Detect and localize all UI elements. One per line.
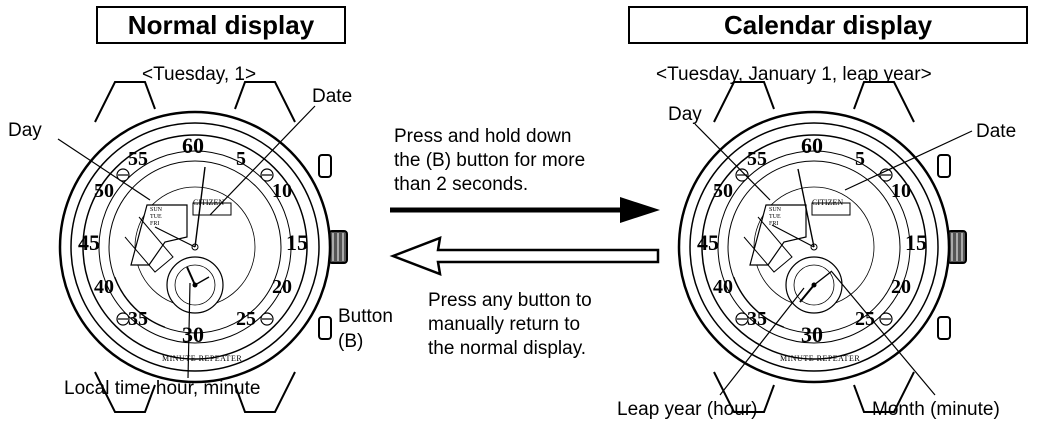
normal-display-subtitle: <Tuesday, 1> [142, 64, 257, 85]
numeral-5-normal: 5 [236, 148, 246, 170]
label-day-normal: Day [8, 120, 42, 141]
numeral-20-normal: 20 [272, 276, 292, 298]
instruction-to-calendar-line-1: Press and hold down [394, 126, 572, 147]
day-leader-line-calendar [694, 123, 771, 201]
numeral-40-normal: 40 [94, 276, 114, 298]
day-name-sun-calendar: SUN [769, 207, 782, 213]
numeral-35-calendar: 35 [747, 308, 767, 330]
day-leader-line-normal [57, 138, 151, 201]
month-leader-line [831, 271, 936, 396]
day-window-calendar: SUN TUE FRI [769, 207, 781, 228]
ring-text-calendar: MINUTE REPEATER [780, 354, 861, 363]
label-local-time: Local time hour, minute [64, 378, 261, 399]
normal-display-watch [58, 80, 349, 414]
instruction-to-calendar-line-2: the (B) button for more [394, 150, 586, 171]
local-time-leader-line [187, 282, 191, 379]
numeral-45-normal: 45 [78, 230, 100, 255]
brand-text-normal: CITIZEN [193, 198, 225, 207]
label-leap-year: Leap year (hour) [617, 399, 758, 420]
calendar-display-title: Calendar display [723, 9, 933, 40]
day-name-sun-normal: SUN [150, 207, 163, 213]
instruction-to-normal: Press any button to manually return to t… [428, 289, 592, 361]
arrow-to-normal [389, 236, 660, 276]
numeral-10-normal: 10 [272, 180, 292, 202]
normal-display-title-box: Normal display [96, 6, 346, 44]
day-window-normal: SUN TUE FRI [150, 207, 162, 228]
brand-text-calendar: CITIZEN [812, 198, 844, 207]
instruction-to-calendar: Press and hold down the (B) button for m… [394, 125, 585, 197]
numeral-40-calendar: 40 [713, 276, 733, 298]
numeral-30-normal: 30 [182, 322, 204, 347]
numeral-50-calendar: 50 [713, 180, 733, 202]
date-leader-line-calendar [844, 130, 973, 191]
numeral-60-normal: 60 [182, 133, 204, 158]
numeral-45-calendar: 45 [697, 230, 719, 255]
calendar-display-subtitle: <Tuesday, January 1, leap year> [656, 64, 932, 85]
calendar-display-watch [677, 80, 968, 414]
numeral-55-normal: 55 [128, 148, 148, 170]
numeral-30-calendar: 30 [801, 322, 823, 347]
label-date-normal: Date [312, 86, 353, 107]
leap-year-leader-line [719, 287, 805, 396]
numeral-15-calendar: 15 [905, 230, 927, 255]
label-button: Button [338, 306, 393, 327]
label-day-calendar: Day [668, 104, 702, 125]
numeral-35-normal: 35 [128, 308, 148, 330]
numeral-25-normal: 25 [236, 308, 256, 330]
numeral-50-normal: 50 [94, 180, 114, 202]
date-leader-line-normal [209, 105, 316, 216]
label-month: Month (minute) [872, 399, 1000, 420]
instruction-to-normal-line-2: manually return to [428, 314, 581, 335]
numeral-5-calendar: 5 [855, 148, 865, 170]
day-name-fri-calendar: FRI [769, 221, 779, 227]
calendar-display-title-box: Calendar display [628, 6, 1028, 44]
numeral-10-calendar: 10 [891, 180, 911, 202]
instruction-to-normal-line-3: the normal display. [428, 338, 587, 359]
numeral-15-normal: 15 [286, 230, 308, 255]
normal-display-title: Normal display [127, 9, 315, 40]
numeral-55-calendar: 55 [747, 148, 767, 170]
ring-text-normal: MINUTE REPEATER [162, 354, 243, 363]
label-date-calendar: Date [976, 121, 1017, 142]
numeral-20-calendar: 20 [891, 276, 911, 298]
label-button-id: (B) [338, 331, 364, 352]
instruction-to-calendar-line-3: than 2 seconds. [394, 174, 529, 195]
day-name-fri-normal: FRI [150, 221, 160, 227]
day-name-tue-calendar: TUE [769, 214, 781, 220]
numeral-25-calendar: 25 [855, 308, 875, 330]
instruction-to-normal-line-1: Press any button to [428, 290, 592, 311]
arrow-to-calendar [390, 197, 660, 223]
numeral-60-calendar: 60 [801, 133, 823, 158]
day-name-tue-normal: TUE [150, 214, 162, 220]
